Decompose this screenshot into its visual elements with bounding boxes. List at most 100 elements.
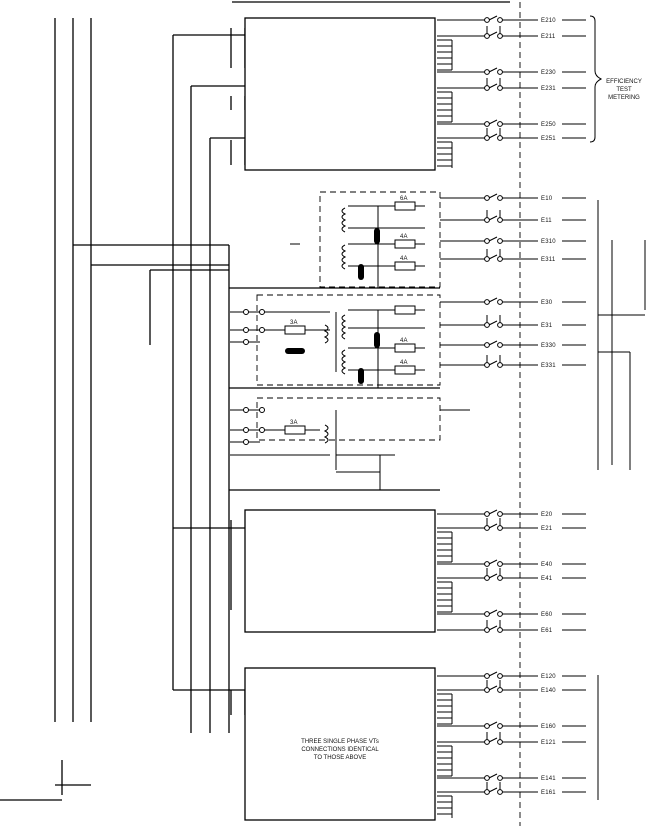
test-link-switch	[488, 360, 498, 366]
terminal-row: E141	[437, 773, 586, 782]
terminal-label: E160	[541, 724, 556, 730]
terminal-label: E250	[541, 122, 556, 128]
terminal-circle	[484, 85, 490, 91]
test-link-switch	[488, 509, 498, 515]
terminal-circle	[484, 217, 490, 223]
terminal-circle	[497, 775, 503, 781]
terminal-circle	[484, 69, 490, 75]
stubs	[230, 28, 246, 715]
terminal-label: E120	[541, 674, 556, 680]
fuses-middle: 3A 4A 4A	[230, 305, 425, 388]
terminal-circle	[484, 723, 490, 729]
test-link-switch	[488, 671, 498, 677]
terminal-circle	[484, 256, 490, 262]
terminal-circle	[497, 525, 503, 531]
terminal-row: E21	[437, 523, 586, 532]
left-bus-lines	[0, 18, 230, 801]
terminal-circle	[497, 322, 503, 328]
test-link-switch	[488, 254, 498, 260]
terminal-label: E121	[541, 740, 556, 746]
test-link-switch	[488, 787, 498, 793]
test-link-switch	[488, 320, 498, 326]
test-link-switch	[488, 685, 498, 691]
test-link-switch	[488, 573, 498, 579]
terminal-row: E230	[437, 67, 586, 76]
terminal-circle	[484, 33, 490, 39]
terminal-label: E10	[541, 196, 553, 202]
terminal-circle	[497, 33, 503, 39]
terminal-row: E40	[437, 559, 586, 568]
test-link-switch	[488, 31, 498, 37]
fuses-upper: 6A 4A 4A	[290, 196, 425, 288]
terminal-circle	[497, 575, 503, 581]
terminal-row: E250	[437, 119, 586, 128]
terminal-row: E120	[437, 671, 586, 680]
terminal-circle	[497, 299, 503, 305]
terminal-circle	[484, 561, 490, 567]
terminal-circle	[497, 217, 503, 223]
terminal-row: E10	[440, 193, 586, 202]
terminal-circle	[497, 195, 503, 201]
terminal-circle	[497, 121, 503, 127]
vt-group-lower	[256, 397, 441, 441]
terminal-row: E211	[437, 31, 586, 40]
terminal-circle	[484, 739, 490, 745]
terminal-circle	[484, 789, 490, 795]
terminal-label: E211	[541, 34, 556, 40]
terminal-circle	[484, 687, 490, 693]
terminal-circle	[497, 673, 503, 679]
terminal-circle	[484, 195, 490, 201]
terminal-label: E61	[541, 628, 553, 634]
terminal-circle	[497, 135, 503, 141]
terminal-circle	[484, 17, 490, 23]
terminal-label: E330	[541, 343, 556, 349]
test-link-switch	[488, 297, 498, 303]
terminal-row: E210	[437, 15, 586, 24]
terminal-circle	[497, 238, 503, 244]
terminal-label: E230	[541, 70, 556, 76]
terminal-circle	[484, 299, 490, 305]
terminal-circle	[484, 575, 490, 581]
terminal-row: E11	[440, 215, 586, 224]
terminal-circle	[484, 322, 490, 328]
terminal-row: E121	[437, 737, 586, 746]
test-link-switch	[488, 523, 498, 529]
terminal-row: E31	[440, 320, 586, 329]
test-link-switch	[488, 721, 498, 727]
terminal-row: E160	[437, 721, 586, 730]
terminal-row: E231	[437, 83, 586, 92]
vt-group-upper	[319, 191, 441, 288]
test-link-switch	[488, 737, 498, 743]
terminal-label: E231	[541, 86, 556, 92]
terminal-row: E61	[437, 625, 586, 634]
efficiency-label: EFFICIENCY TEST METERING	[606, 79, 642, 101]
terminal-label: E310	[541, 239, 556, 245]
terminal-label: E141	[541, 776, 556, 782]
terminal-row: E41	[437, 573, 586, 582]
terminal-circle	[484, 627, 490, 633]
terminal-circle	[497, 342, 503, 348]
terminal-row: E331	[440, 360, 586, 369]
terminal-row: E251	[437, 133, 586, 142]
terminal-circle	[497, 511, 503, 517]
box-terminal-combs	[437, 39, 453, 818]
terminal-circle	[497, 723, 503, 729]
terminal-circle	[497, 362, 503, 368]
fuse-rating-4a-1: 4A	[400, 234, 408, 240]
terminal-label: E210	[541, 18, 556, 24]
terminal-circle	[484, 673, 490, 679]
terminal-label: E11	[541, 218, 552, 224]
terminal-label: E41	[541, 576, 553, 582]
terminal-row: E140	[437, 685, 586, 694]
fuse-rating-4a-2: 4A	[400, 256, 408, 262]
terminal-circle	[484, 611, 490, 617]
box-note-line3: TO THOSE ABOVE	[314, 755, 366, 761]
metering-label-line3: METERING	[608, 95, 640, 101]
terminal-rows: E210E211E230E231E250E251E10E11E310E311E3…	[437, 15, 586, 796]
test-link-switch	[488, 236, 498, 242]
terminal-circle	[484, 121, 490, 127]
test-link-switch	[488, 773, 498, 779]
terminal-label: E161	[541, 790, 556, 796]
